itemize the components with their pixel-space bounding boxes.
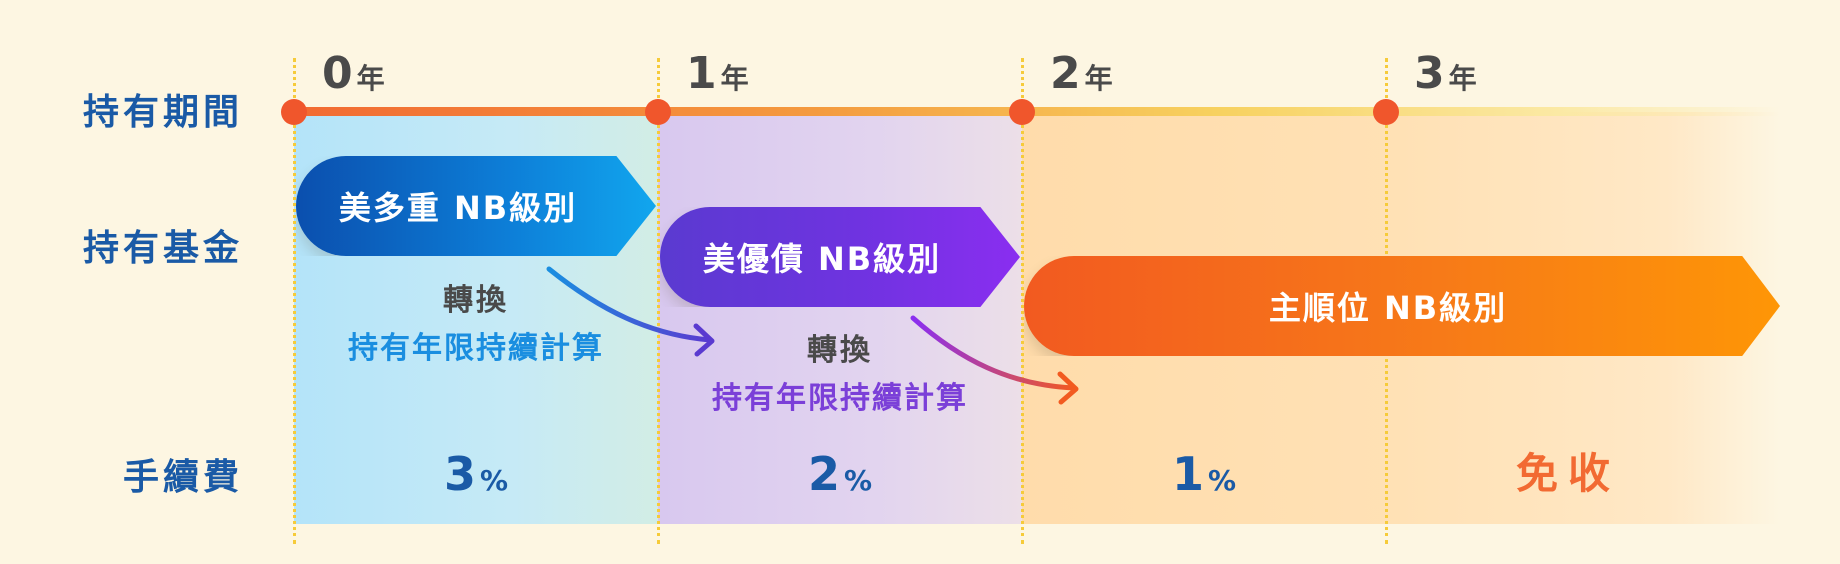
fund-arrow-0: 美多重 NB級別 [296, 156, 656, 256]
year-number: 0 [322, 48, 353, 99]
year-unit: 年 [356, 62, 385, 95]
row-label-fee: 手續費 [122, 457, 243, 498]
fee-unit: % [479, 464, 509, 497]
year-divider-2 [1021, 58, 1024, 544]
fee-unit: % [843, 464, 873, 497]
year-number: 2 [1050, 48, 1081, 99]
conversion-action: 轉換 [807, 333, 873, 368]
fee-period-1-2: 2% [658, 446, 1022, 513]
conversion-note: 持有年限持續計算 [348, 331, 604, 366]
year-unit: 年 [1448, 62, 1477, 95]
fee-value: 1 [1171, 447, 1204, 501]
year-unit: 年 [1084, 62, 1113, 95]
year-number: 3 [1414, 48, 1445, 99]
row-label-period: 持有期間 [82, 92, 243, 133]
fee-free-text: 免收 [1515, 449, 1620, 498]
conversion-caption-0: 轉換 持有年限持續計算 [294, 277, 658, 373]
timeline-marker-3 [1373, 99, 1399, 125]
conversion-arrow-1 [910, 315, 1079, 405]
timeline-marker-0 [281, 99, 307, 125]
fee-value: 2 [807, 447, 840, 501]
conversion-caption-1: 轉換 持有年限持續計算 [658, 327, 1022, 423]
fund-arrow-1: 美優債 NB級別 [660, 207, 1020, 307]
fee-unit: % [1207, 464, 1237, 497]
timeline-marker-2 [1009, 99, 1035, 125]
fund-arrow-2: 主順位 NB級別 [1024, 256, 1780, 356]
year-divider-1 [657, 58, 660, 544]
row-label-fund: 持有基金 [82, 228, 243, 269]
fee-period-0-1: 3% [294, 446, 658, 513]
conversion-arrow-0 [546, 266, 715, 357]
year-number: 1 [686, 48, 717, 99]
timeline-bar [294, 107, 1780, 116]
year-divider-0 [293, 58, 296, 544]
timeline-marker-1 [645, 99, 671, 125]
year-unit: 年 [720, 62, 749, 95]
fee-period-3-plus: 免收 [1386, 446, 1750, 511]
fee-period-2-3: 1% [1022, 446, 1386, 513]
fee-value: 3 [443, 447, 476, 501]
conversion-note: 持有年限持續計算 [712, 381, 968, 416]
conversion-action: 轉換 [443, 283, 509, 318]
period-1-2-background [658, 112, 1022, 524]
